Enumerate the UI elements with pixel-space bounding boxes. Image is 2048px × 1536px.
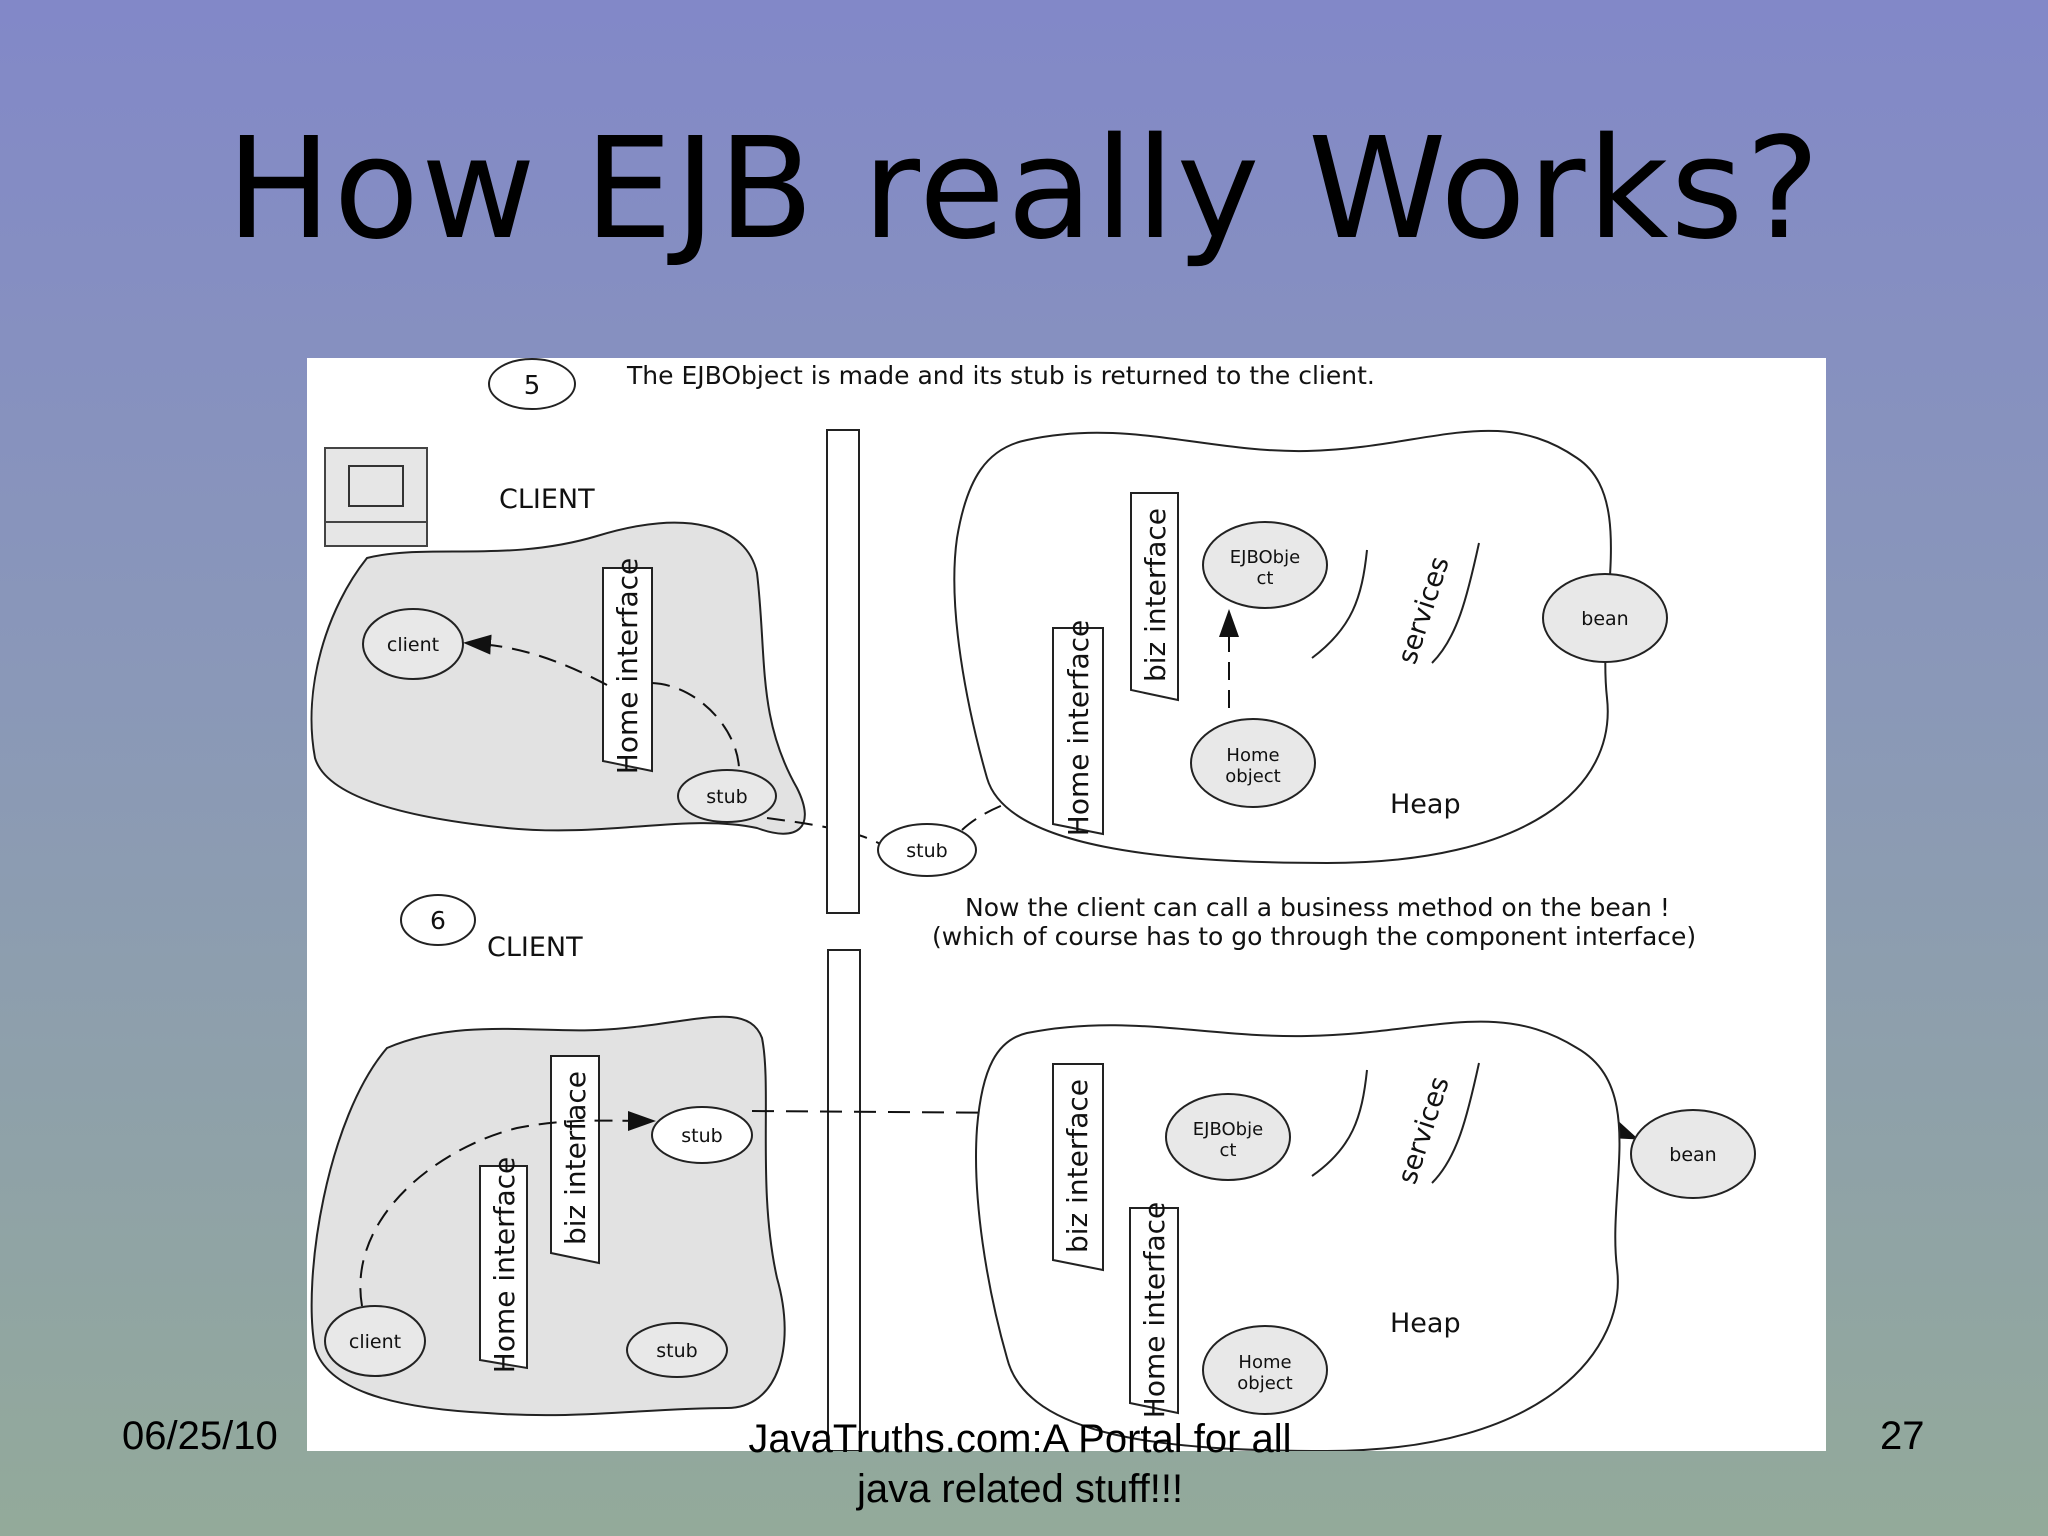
step-6-home-object-line1: Home (1238, 1352, 1291, 1373)
footer-caption-line2: java related stuff!!! (856, 1467, 1184, 1511)
step-5-heap-area (953, 429, 1612, 865)
step-5-services-icon (1311, 542, 1480, 664)
step-6-home-object (1202, 1325, 1328, 1415)
step-5-panel: 5 The EJBObject is made and its stub is … (310, 358, 1668, 914)
step-6-badge (400, 894, 476, 946)
step-6-client-node (324, 1305, 426, 1377)
step-5-number: 5 (524, 371, 541, 401)
slide-title: How EJB really Works? (226, 108, 1822, 271)
network-bar-bottom (827, 949, 861, 1451)
step-5-stub-to-client-arrow (463, 634, 608, 686)
step-6-biz-interface-server: biz interface (1061, 1079, 1094, 1253)
step-6-client-label: CLIENT (487, 932, 583, 963)
step-5-stub-client-label: stub (706, 786, 747, 808)
step-5-bean-label: bean (1581, 608, 1628, 630)
step-5-home-interface-server: Home interface (1062, 620, 1095, 836)
step-5-home-object (1190, 718, 1316, 808)
step-5-heap-label: Heap (1390, 789, 1461, 820)
step-6-caption-line2: (which of course has to go through the c… (932, 922, 1696, 951)
step-5-bean (1542, 573, 1668, 663)
step-6-panel: 6 CLIENT Now the client can call a busin… (310, 893, 1756, 1451)
step-6-ejbobject-line2: ct (1220, 1140, 1237, 1161)
step-6-home-interface-server: Home interface (1138, 1202, 1171, 1418)
step-6-number: 6 (430, 906, 446, 935)
step-6-biz-interface-server-box (1052, 1063, 1104, 1272)
step-6-bean (1630, 1109, 1756, 1199)
ejb-diagram: 5 The EJBObject is made and its stub is … (307, 358, 1826, 1451)
step-5-client-area (310, 521, 806, 835)
step-5-stub-wire (877, 823, 977, 877)
step-5-biz-interface-box (1130, 492, 1179, 702)
step-5-badge (488, 358, 576, 410)
network-bar-top (826, 429, 860, 914)
step-6-home-interface: Home interface (488, 1157, 521, 1373)
step-5-biz-interface: biz interface (1139, 508, 1172, 682)
computer-icon (324, 447, 428, 547)
step-5-home-object-line2: object (1225, 766, 1280, 787)
step-5-client-node-label: client (387, 634, 439, 656)
step-6-stub-bottom (626, 1322, 728, 1378)
step-6-home-interface-box (479, 1165, 528, 1370)
footer-caption-line1: JavaTruths.com:A Portal for all (748, 1417, 1292, 1461)
step-5-home-interface-server-box (1052, 627, 1104, 836)
step-6-services-icon (1311, 1062, 1480, 1184)
step-6-stub-top-label: stub (681, 1125, 722, 1147)
step-6-client-to-stub-arrow (359, 1110, 656, 1307)
step-6-ejbobject (1165, 1093, 1291, 1181)
step-6-home-interface-server-box (1129, 1207, 1179, 1415)
step-6-biz-interface-box (550, 1055, 600, 1265)
step-5-ejbobject (1202, 521, 1328, 609)
step-5-stub-link (651, 682, 740, 769)
footer-caption: JavaTruths.com:A Portal for all java rel… (680, 1414, 1360, 1514)
footer-date: 06/25/10 (122, 1414, 278, 1458)
step-5-ejbobject-line1: EJBObje (1230, 547, 1300, 568)
step-6-biz-interface: biz interface (559, 1071, 592, 1245)
page-number: 27 (1880, 1414, 1925, 1458)
step-6-client-node-label: client (349, 1331, 401, 1353)
step-6-caption-line1: Now the client can call a business metho… (965, 893, 1670, 922)
step-6-ejbobject-line1: EJBObje (1193, 1119, 1263, 1140)
step-6-stub-bottom-label: stub (656, 1340, 697, 1362)
step-6-heap-label: Heap (1390, 1308, 1461, 1339)
step-6-bean-label: bean (1669, 1144, 1716, 1166)
step-5-stub-client (677, 769, 777, 823)
ejb-diagram-svg: 5 The EJBObject is made and its stub is … (310, 358, 1756, 1451)
step-5-home-interface-box (602, 567, 653, 773)
step-5-home-object-line1: Home (1226, 745, 1279, 766)
step-5-client-node (362, 608, 464, 680)
step-5-home-interface: Home interface (611, 558, 644, 774)
step-5-ejbobject-line2: ct (1257, 568, 1274, 589)
step-5-caption: The EJBObject is made and its stub is re… (626, 361, 1375, 390)
step-5-client-label: CLIENT (499, 484, 595, 515)
step-5-stub-wire-label: stub (906, 840, 947, 862)
step-6-stub-top (651, 1106, 753, 1164)
step-6-home-object-line2: object (1237, 1373, 1292, 1394)
